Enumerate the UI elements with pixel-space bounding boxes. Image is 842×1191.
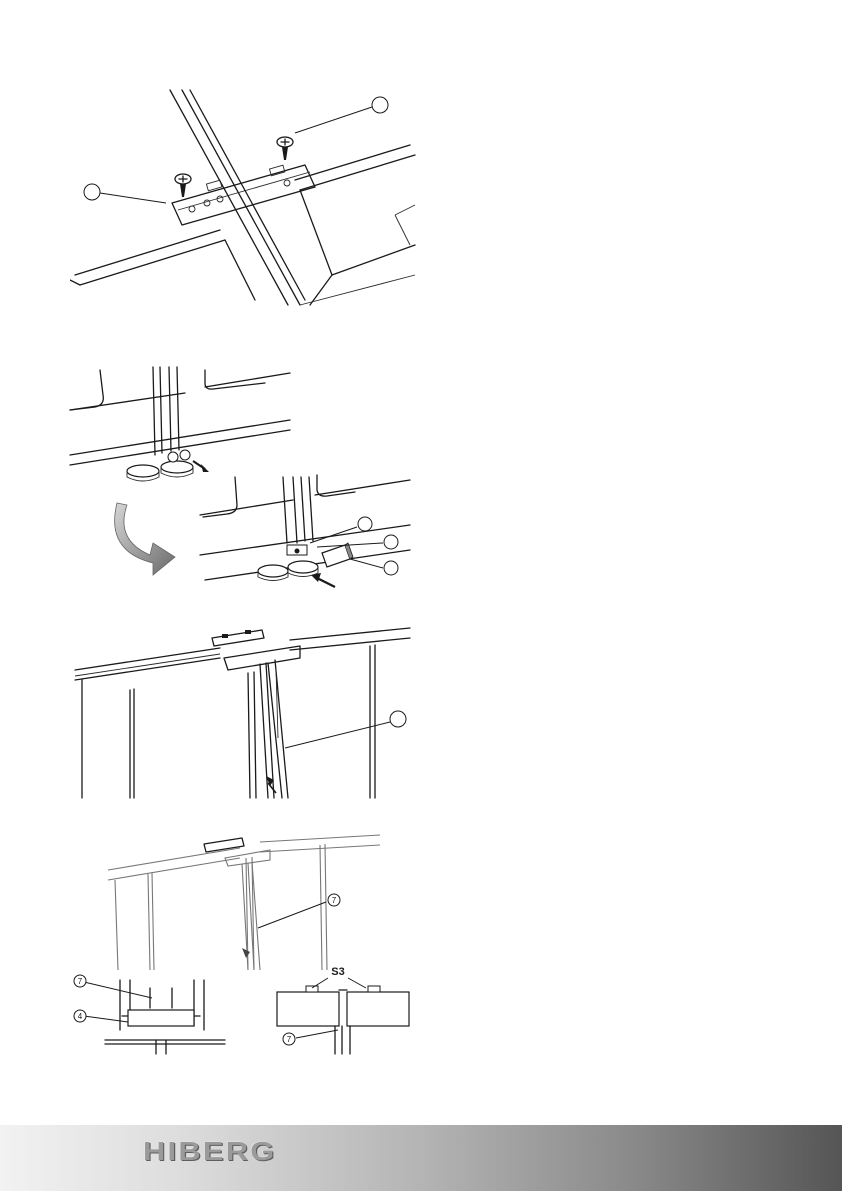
- callout-7-right: 7: [287, 1035, 292, 1044]
- transition-arrow-icon: [115, 503, 175, 575]
- overview-view: 7: [108, 835, 380, 970]
- callout-group-feet: [310, 517, 398, 575]
- top-connector: [212, 630, 300, 670]
- figure-feet-connector: [65, 365, 420, 595]
- feet-view-after: [200, 475, 410, 587]
- callout-screw: [295, 97, 388, 133]
- connecting-bracket: [172, 165, 315, 225]
- figure-seal-strip: [70, 618, 420, 800]
- callout-seal: [285, 711, 406, 748]
- screw-label-s3: S3: [331, 966, 344, 978]
- callout-7-left: 7: [78, 977, 83, 986]
- callout-4-left: 4: [78, 1012, 83, 1021]
- brand-logo: HIBERG: [143, 1138, 276, 1164]
- footer-band: [0, 1125, 842, 1191]
- callout-7-overview: 7: [332, 896, 337, 905]
- cross-section-left: 7 4: [74, 975, 225, 1054]
- callout-bracket: [84, 184, 166, 203]
- seal-strip: [260, 660, 288, 798]
- screw-right: [277, 137, 293, 160]
- figure-top-bracket: [70, 85, 420, 315]
- cabinet-fronts: [75, 628, 410, 798]
- screw-left: [175, 174, 191, 197]
- feet-view-before: [70, 367, 290, 481]
- figure-seal-detail: 7 7 4 S3 7: [70, 830, 420, 1055]
- cabinet-top-outlines: [70, 90, 415, 305]
- cross-section-right: S3 7: [277, 966, 409, 1054]
